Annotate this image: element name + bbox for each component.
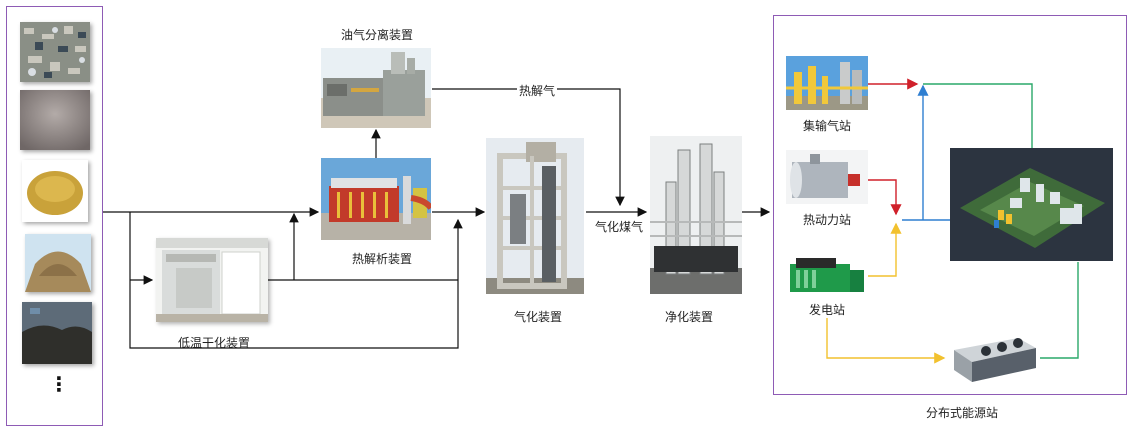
- gasified-gas-label: 气化煤气: [595, 220, 644, 234]
- oil-gas-separator-image: [321, 48, 431, 128]
- purifier-image: [650, 136, 742, 294]
- power-station-label: 发电站: [809, 303, 846, 317]
- feedstock-wood-chips-image: [25, 234, 91, 292]
- pyrolysis-device-label: 热解析装置: [352, 252, 413, 266]
- oil-gas-separator-label: 油气分离装置: [341, 28, 414, 42]
- pyrolysis-device-image: [321, 158, 431, 240]
- feedstock-frame: [6, 6, 103, 426]
- feedstock-sludge-image: [20, 90, 90, 150]
- gasifier-label: 气化装置: [514, 310, 563, 324]
- gasifier-image: [486, 138, 584, 294]
- campus-rendering-image: [950, 148, 1113, 261]
- more-feedstock-ellipsis: ⋮: [49, 372, 69, 396]
- feedstock-dirt-pile-image: [22, 302, 92, 364]
- gas-station-image: [786, 56, 868, 110]
- feedstock-granules-image: [22, 160, 88, 222]
- energy-station-frame: [773, 15, 1127, 395]
- low-temp-dryer-label: 低温干化装置: [178, 336, 251, 350]
- thermal-station-label: 热动力站: [803, 213, 852, 227]
- feedstock-mixed-waste-image: [20, 22, 90, 82]
- purifier-label: 净化装置: [665, 310, 714, 324]
- low-temp-dryer-image: [156, 238, 268, 322]
- thermal-station-image: [786, 150, 868, 204]
- gas-station-label: 集输气站: [803, 119, 852, 133]
- pyrolysis-gas-label: 热解气: [517, 82, 558, 99]
- distributed-energy-station-title: 分布式能源站: [926, 406, 999, 420]
- power-station-image: [786, 256, 868, 300]
- cooling-unit-image: [948, 330, 1040, 386]
